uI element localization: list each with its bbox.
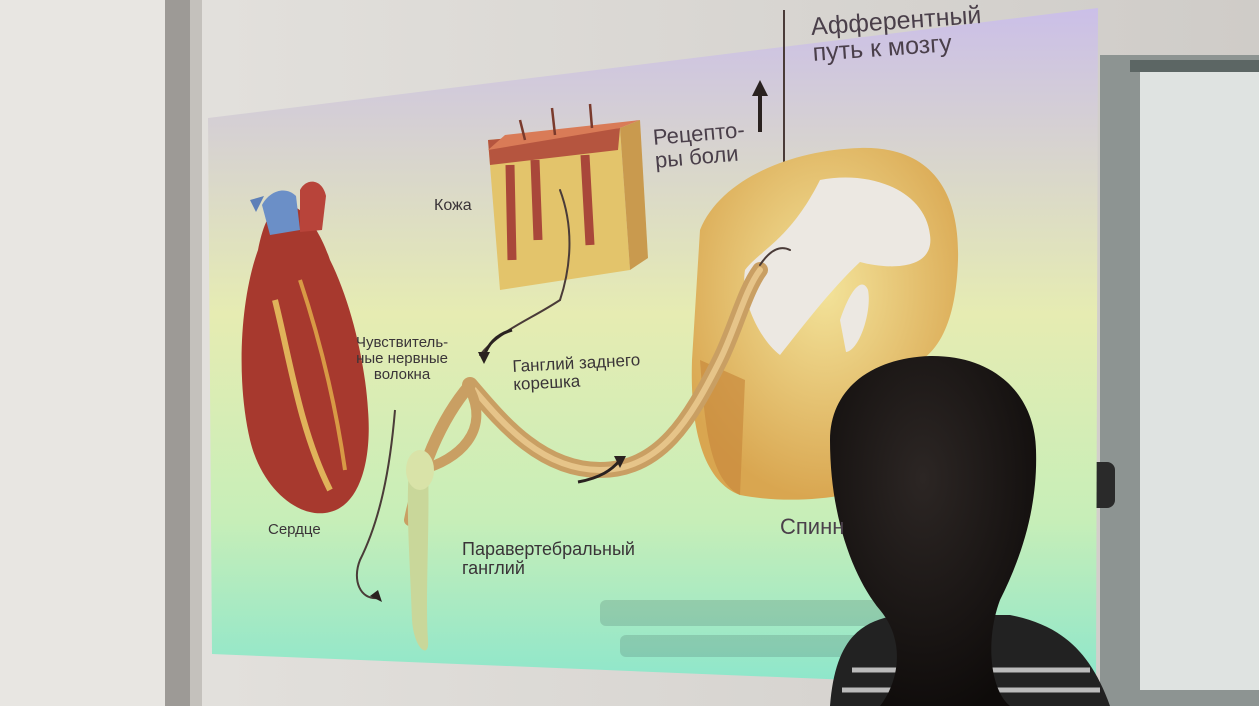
label-sensory-fibers: Чувствитель- ные нервные волокна	[356, 335, 448, 382]
label-skin: Кожа	[434, 198, 472, 215]
label-pain-receptors: Рецепто- ры боли	[652, 118, 748, 172]
whiteboard	[1140, 70, 1259, 690]
label-dorsal-root-ganglion: Ганглий заднего корешка	[512, 351, 642, 393]
left-wall-panel	[0, 0, 170, 706]
label-heart: Сердце	[268, 522, 321, 538]
label-spinal-cord: Спинн	[780, 515, 844, 538]
label-paravertebral-ganglion: Паравертебральный ганглий	[462, 540, 635, 578]
